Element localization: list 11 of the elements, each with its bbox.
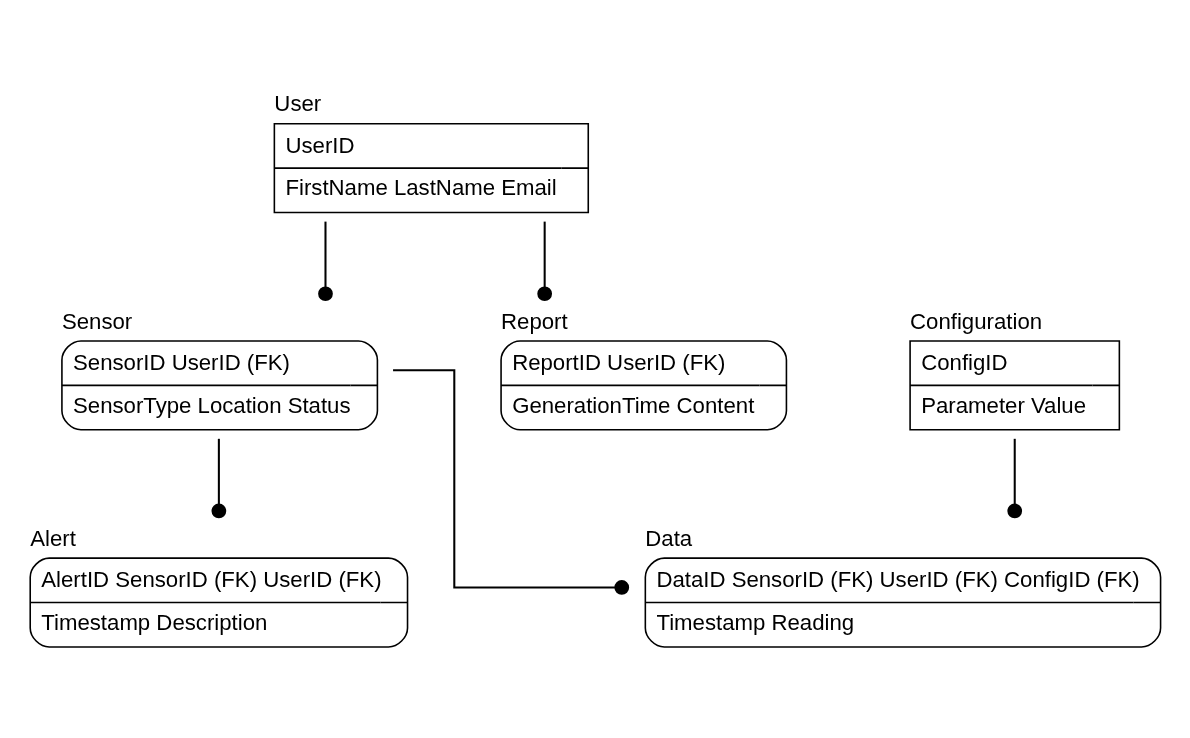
node-label: User (274, 90, 322, 116)
connector (537, 221, 553, 301)
node-label: Alert (30, 525, 76, 551)
connector (393, 368, 630, 595)
node-label: Data (645, 525, 693, 551)
connector (1007, 438, 1023, 518)
connector (318, 221, 333, 301)
connector (211, 438, 227, 518)
node-label: Sensor (61, 308, 133, 334)
node-label: Configuration (910, 308, 1043, 334)
node-label: Report (501, 308, 568, 334)
